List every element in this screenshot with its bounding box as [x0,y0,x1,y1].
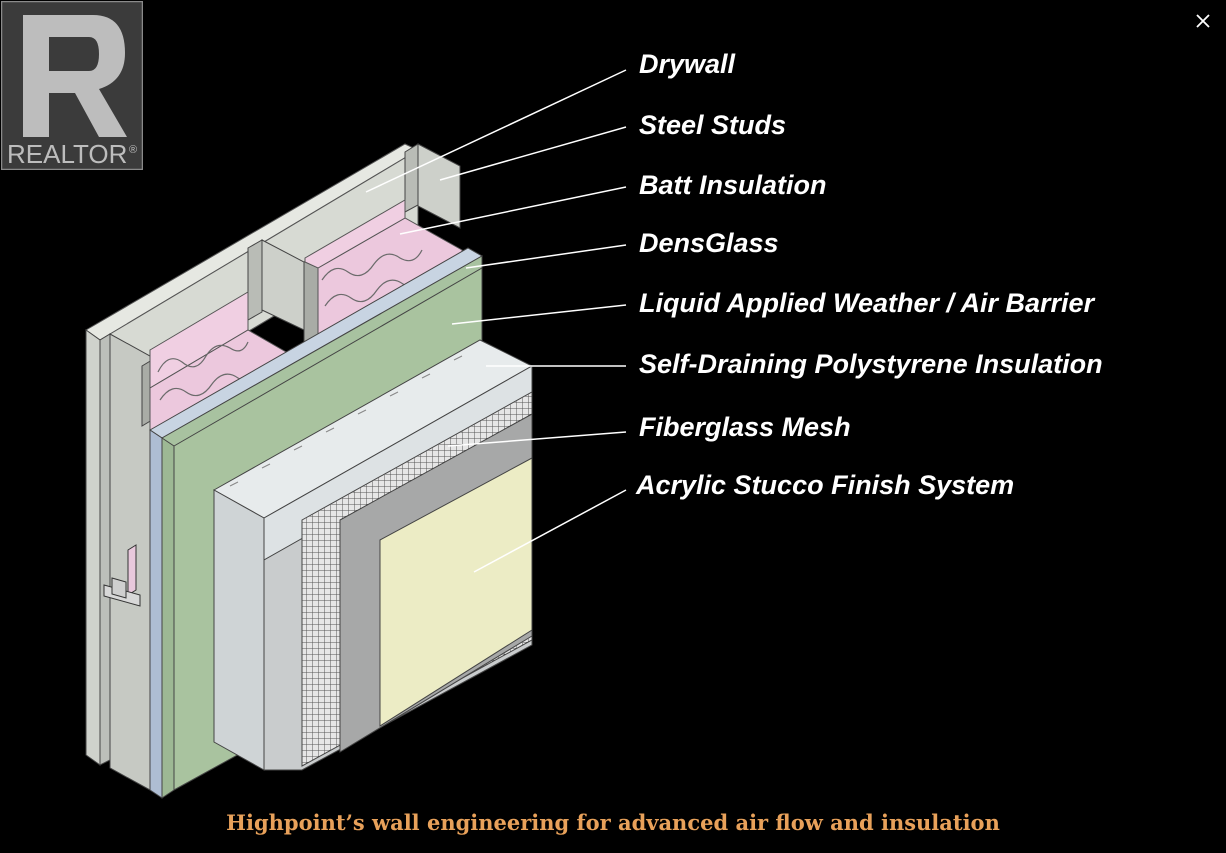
leader-drywall [365,69,627,193]
close-button[interactable] [1188,6,1218,36]
realtor-logo: REALTOR ® [0,0,144,171]
label-polystyrene: Self-Draining Polystyrene Insulation [639,349,1103,379]
leader-densglass [465,244,627,269]
leader-fiberglass-mesh [447,431,627,447]
label-steel-studs: Steel Studs [639,110,787,140]
label-air-barrier: Liquid Applied Weather / Air Barrier [639,288,1095,318]
steel-stud-left [99,333,153,791]
leader-batt-insulation [399,186,627,235]
leader-air-barrier [451,304,627,325]
leader-stucco [473,489,627,573]
steel-stud-right [404,143,461,229]
leader-steel-studs [439,126,627,181]
image-caption: Highpoint’s wall engineering for advance… [226,810,1000,835]
steel-stud-middle [247,239,319,343]
stucco-finish-layer [379,457,533,727]
label-densglass: DensGlass [639,228,779,258]
label-batt-insulation: Batt Insulation [639,170,827,200]
label-stucco-finish: Acrylic Stucco Finish System [636,470,1015,500]
label-fiberglass-mesh: Fiberglass Mesh [639,412,851,442]
leader-lines [365,69,627,573]
close-icon [1196,14,1210,28]
registered-mark: ® [129,144,137,156]
label-drywall: Drywall [639,49,736,79]
realtor-logo-text: REALTOR [7,139,127,169]
